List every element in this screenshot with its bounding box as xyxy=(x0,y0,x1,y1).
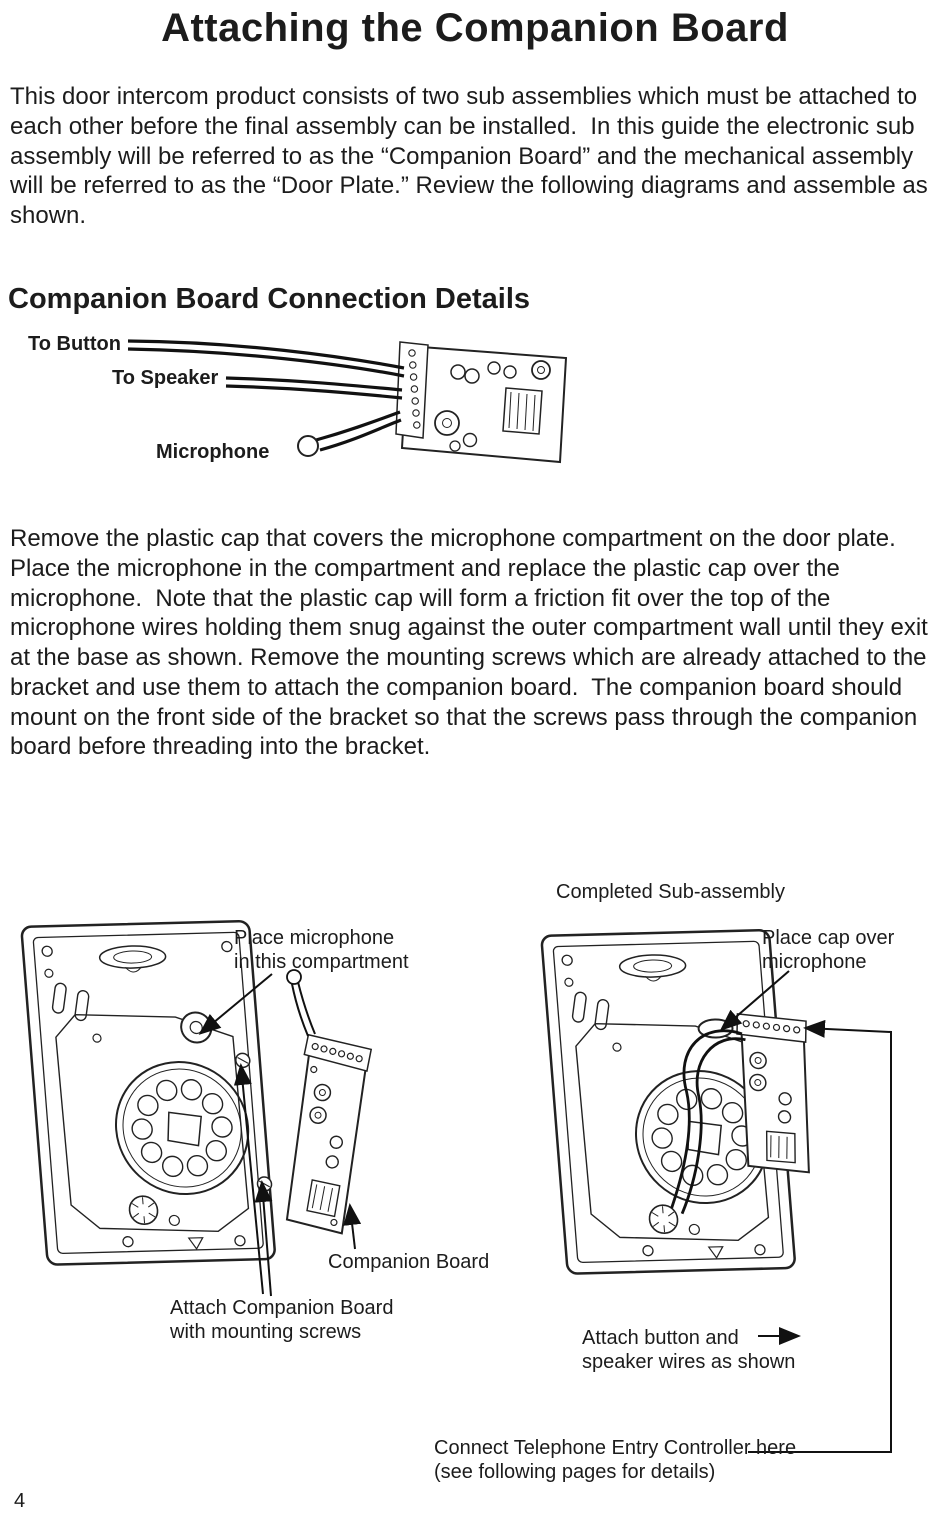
speaker-hole-ring xyxy=(651,1088,753,1187)
completed-subassembly-drawing xyxy=(540,928,810,1275)
terminal-block xyxy=(408,349,421,429)
button-speaker-wires xyxy=(670,1029,746,1215)
completed-subassembly-caption: Completed Sub-assembly xyxy=(556,881,785,903)
assembly-diagrams: Completed Sub-assembly Place microphone … xyxy=(0,878,950,1533)
terminal-strip xyxy=(311,1042,363,1063)
page-number: 4 xyxy=(14,1490,26,1512)
completed-subassembly xyxy=(538,925,867,1313)
attach-screws-label: Attach Companion Board with mounting scr… xyxy=(170,1297,394,1343)
place-cap-label: Place cap over microphone xyxy=(762,927,895,973)
companion-board-connection-drawing xyxy=(127,339,568,464)
companion-board-label: Companion Board xyxy=(328,1251,490,1273)
connect-controller-label: Connect Telephone Entry Controller here … xyxy=(434,1437,797,1483)
to-speaker-label: To Speaker xyxy=(112,367,219,389)
connection-diagram: To Button To Speaker Microphone xyxy=(0,328,640,503)
microphone-label: Microphone xyxy=(156,441,270,463)
place-microphone-label: Place microphone in this compartment xyxy=(234,927,409,973)
page-title: Attaching the Companion Board xyxy=(161,6,789,50)
speaker-hole-ring xyxy=(131,1079,233,1178)
mounted-companion-board xyxy=(736,1013,810,1174)
attach-wires-label: Attach button and speaker wires as shown xyxy=(582,1327,796,1373)
companion-board-left xyxy=(259,1018,392,1258)
companion-board-drawing xyxy=(285,1033,373,1235)
connection-section-heading: Companion Board Connection Details xyxy=(8,283,531,315)
connection-wires xyxy=(127,339,405,452)
intro-paragraph: This door intercom product consists of t… xyxy=(10,83,935,229)
to-button-label: To Button xyxy=(28,333,121,355)
instructions-paragraph: Remove the plastic cap that covers the m… xyxy=(10,525,935,761)
